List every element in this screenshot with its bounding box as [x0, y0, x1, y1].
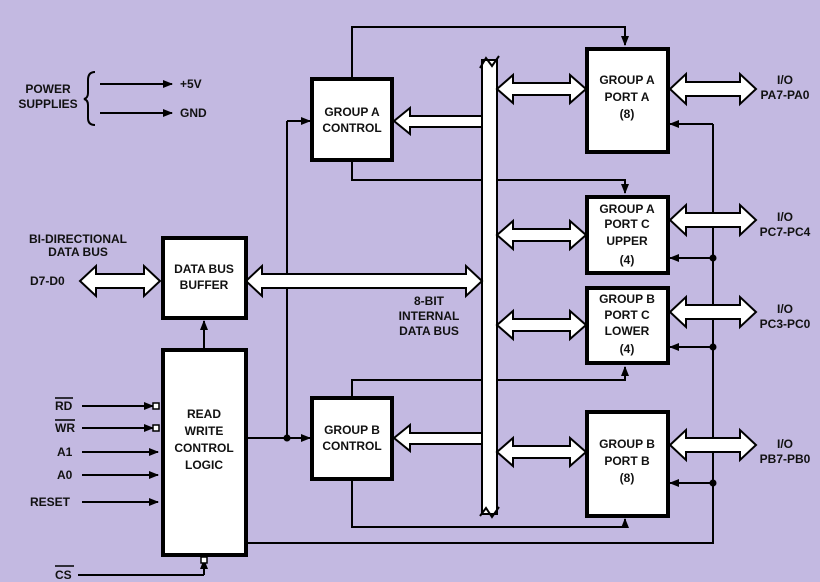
port-a-io-arrow: [668, 71, 758, 107]
a0-label: A0: [57, 468, 73, 482]
group-a-port-a-block: GROUP A PORT A (8): [585, 47, 670, 154]
a1-label: A1: [57, 445, 73, 459]
gnd-label: GND: [180, 106, 207, 120]
bidir-title-line2: DATA BUS: [48, 245, 108, 259]
port-b-label-line1: GROUP B: [599, 437, 655, 451]
bus-port-b-arrow: [495, 435, 588, 469]
port-c-lower-io-arrow: [668, 294, 758, 330]
port-a-label-line3: (8): [620, 107, 635, 121]
d7-d0-label: D7-D0: [30, 274, 65, 288]
bus-port-c-upper-arrow: [495, 218, 588, 252]
port-c-upper-label-line4: (4): [620, 253, 635, 267]
cs-label: CS: [55, 568, 72, 582]
bus-break-bottom: [479, 506, 500, 519]
bus-arrows: [244, 71, 758, 469]
wr-label: WR: [55, 421, 75, 435]
port-c-upper-label-line3: UPPER: [606, 234, 648, 248]
power-brace: [83, 71, 96, 126]
bus-port-a-arrow: [495, 72, 588, 106]
bus-port-c-lower-arrow: [495, 308, 588, 342]
buffer-to-bus-arrow: [244, 263, 484, 299]
port-c-upper-label-line2: PORT C: [604, 217, 650, 231]
port-c-upper-label-line1: GROUP A: [599, 202, 655, 216]
group-b-control-block: GROUP B CONTROL: [310, 396, 394, 481]
port-a-label-line2: PORT A: [605, 90, 650, 104]
internal-bus-label-line2: INTERNAL: [399, 309, 460, 323]
group-a-control-label-line2: CONTROL: [322, 121, 381, 135]
port-b-io-arrow: [668, 427, 758, 463]
internal-bus-label-line3: DATA BUS: [399, 324, 459, 338]
internal-bus-label: 8-BIT INTERNAL DATA BUS: [399, 294, 460, 338]
internal-data-bus: [481, 59, 498, 515]
port-b-label-line3: (8): [620, 471, 635, 485]
rw-logic-label-line2: WRITE: [185, 424, 224, 438]
io-pc-upper-label-line2: PC7-PC4: [760, 225, 811, 239]
io-pc-lower-label-line1: I/O: [777, 302, 793, 316]
read-write-control-logic-block: READ WRITE CONTROL LOGIC: [161, 348, 248, 557]
bus-break-top: [479, 55, 500, 69]
io-pc-upper-label-line1: I/O: [777, 210, 793, 224]
data-bus-buffer-block: DATA BUS BUFFER: [161, 236, 248, 320]
group-a-port-c-upper-block: GROUP A PORT C UPPER (4): [585, 195, 670, 275]
port-a-label-line1: GROUP A: [599, 73, 655, 87]
reset-label: RESET: [30, 495, 71, 509]
port-c-lower-label-line2: PORT C: [604, 308, 650, 322]
port-c-lower-label-line3: LOWER: [605, 324, 650, 338]
power-supplies: POWER SUPPLIES +5V GND: [18, 71, 207, 126]
bus-to-group-a-control-arrow: [392, 105, 483, 137]
v5-label: +5V: [180, 77, 202, 91]
io-pa-label-line1: I/O: [777, 73, 793, 87]
rw-logic-label-line3: CONTROL: [174, 441, 233, 455]
group-b-control-label-line2: CONTROL: [322, 439, 381, 453]
data-bus-buffer-label-line1: DATA BUS: [174, 262, 234, 276]
io-pb-label-line1: I/O: [777, 437, 793, 451]
port-c-lower-label-line4: (4): [620, 342, 635, 356]
group-a-control-block: GROUP A CONTROL: [310, 77, 394, 162]
port-c-lower-label-line1: GROUP B: [599, 292, 655, 306]
bidir-title-line1: BI-DIRECTIONAL: [29, 232, 127, 246]
rw-logic-label-line1: READ: [187, 407, 221, 421]
bus-to-group-b-control-arrow: [392, 422, 483, 454]
bidirectional-bus-group: BI-DIRECTIONAL DATA BUS D7-D0: [29, 232, 162, 299]
io-pc-lower-label-line2: PC3-PC0: [760, 317, 811, 331]
group-a-control-label-line1: GROUP A: [324, 105, 380, 119]
group-b-port-c-lower-block: GROUP B PORT C LOWER (4): [585, 286, 670, 365]
group-b-port-b-block: GROUP B PORT B (8): [585, 410, 670, 518]
io-pb-label-line2: PB7-PB0: [760, 452, 811, 466]
port-b-label-line2: PORT B: [604, 454, 650, 468]
power-label-line1: POWER: [25, 82, 71, 96]
data-bus-buffer-label-line2: BUFFER: [180, 278, 229, 292]
internal-bus-label-line1: 8-BIT: [414, 294, 445, 308]
io-labels: I/O PA7-PA0 I/O PC7-PC4 I/O PC3-PC0 I/O …: [760, 73, 811, 466]
io-pa-label-line2: PA7-PA0: [761, 88, 810, 102]
group-b-control-label-line1: GROUP B: [324, 423, 380, 437]
rw-logic-label-line4: LOGIC: [185, 458, 223, 472]
port-c-upper-io-arrow: [668, 202, 758, 238]
external-data-bus-arrow: [78, 263, 162, 299]
rd-label: RD: [55, 399, 73, 413]
control-inputs: RD WR A1 A0 RESET CS: [30, 397, 208, 582]
power-label-line2: SUPPLIES: [18, 97, 77, 111]
